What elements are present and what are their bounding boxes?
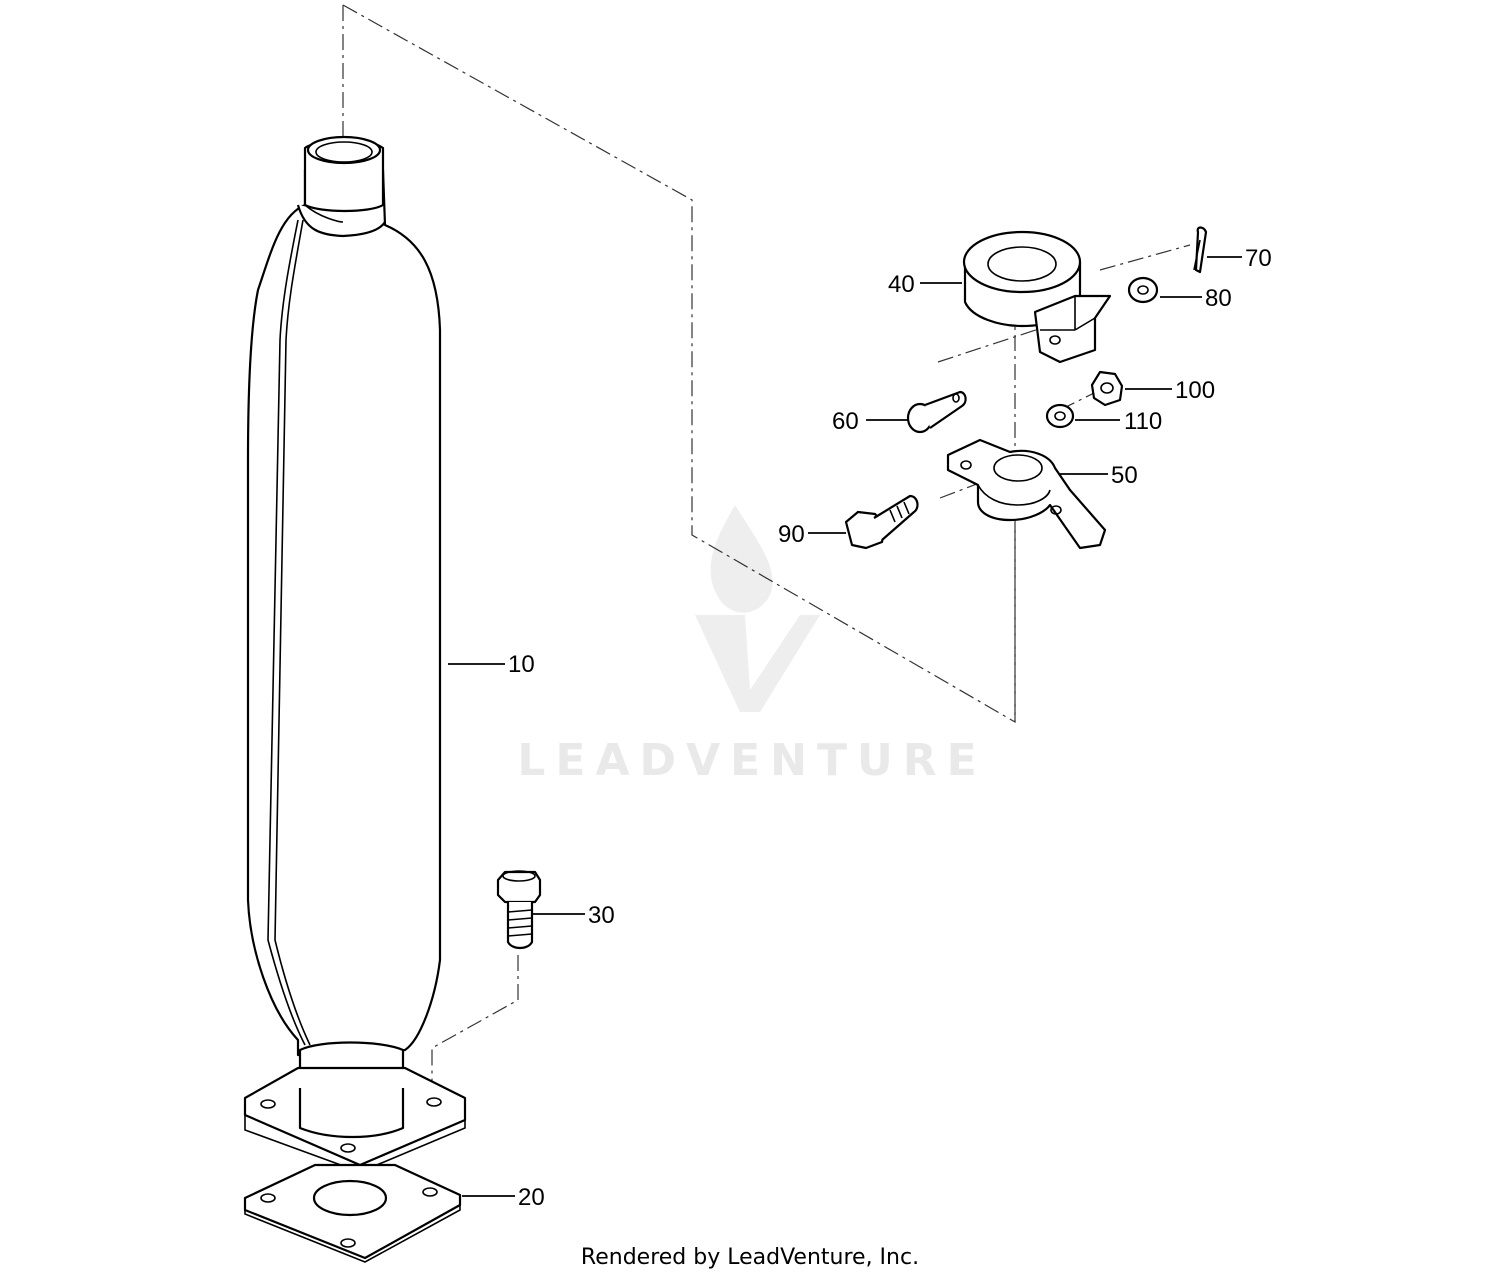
callout-30[interactable]: 30 xyxy=(588,902,615,929)
leader-lines xyxy=(448,256,1242,1197)
washer-part-80[interactable] xyxy=(1127,276,1159,304)
callout-80[interactable]: 80 xyxy=(1205,285,1232,312)
callout-100[interactable]: 100 xyxy=(1175,377,1215,404)
gasket-part-20[interactable] xyxy=(243,1163,462,1263)
clamp-ring-part-40[interactable] xyxy=(962,230,1112,364)
callout-50[interactable]: 50 xyxy=(1111,462,1138,489)
callout-70[interactable]: 70 xyxy=(1245,245,1272,272)
callout-60[interactable]: 60 xyxy=(832,408,859,435)
render-credit: Rendered by LeadVenture, Inc. xyxy=(581,1245,919,1270)
pin-part-60[interactable] xyxy=(906,390,967,434)
callout-20[interactable]: 20 xyxy=(518,1184,545,1211)
callout-110[interactable]: 110 xyxy=(1124,408,1162,435)
callout-40[interactable]: 40 xyxy=(888,271,915,298)
callout-10[interactable]: 10 xyxy=(508,651,535,678)
watermark-text: LEADVENTURE xyxy=(517,735,986,786)
muffler-part-10[interactable] xyxy=(243,135,467,1173)
callout-90[interactable]: 90 xyxy=(778,521,805,548)
assembly-lines xyxy=(342,4,1191,1105)
nut-part-100[interactable] xyxy=(1090,370,1124,407)
bolt-part-90[interactable] xyxy=(844,494,919,550)
lock-washer-part-110[interactable] xyxy=(1045,403,1075,429)
bolt-part-30[interactable] xyxy=(496,870,542,950)
watermark-logo: LEADVENTURE xyxy=(517,505,986,786)
cotter-pin-part-70[interactable] xyxy=(1193,226,1208,274)
callout-labels: 10 20 30 40 50 60 70 80 90 100 110 xyxy=(508,245,1272,1211)
clamp-band-part-50[interactable] xyxy=(946,438,1107,550)
